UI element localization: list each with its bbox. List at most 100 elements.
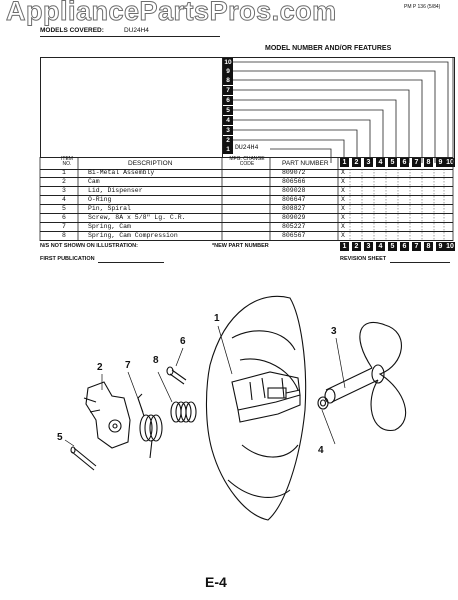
item-no: 5 [62, 205, 66, 212]
feature-box-2: 2 [352, 158, 361, 167]
table-row: 3 Lid, Dispenser 809028 X [40, 187, 453, 196]
footer-feature-box-3: 3 [364, 242, 373, 251]
corner-code: PM P 136 (5/84) [404, 4, 441, 10]
dispenser-lid-shape [205, 295, 307, 521]
table-row: 8 Spring, Cam Compression 806567 X [40, 232, 453, 241]
o-ring-shape [317, 396, 329, 410]
item-no: 1 [62, 169, 66, 176]
screw-shape [169, 369, 187, 385]
table-row: 1 Bi-Metal Assembly 809072 X [40, 169, 453, 178]
feature-box-5: 5 [388, 158, 397, 167]
part-mark: X [341, 223, 345, 230]
part-number: 806647 [282, 196, 306, 203]
footer-feature-box-6: 6 [400, 242, 409, 251]
feature-box-9: 9 [436, 158, 445, 167]
level-1: 1 [223, 145, 233, 154]
model-level-frame [40, 57, 455, 158]
part-description: Cam [88, 178, 100, 185]
level-8: 8 [223, 76, 233, 85]
footer-feature-box-9: 9 [436, 242, 445, 251]
part-number: 808827 [282, 205, 306, 212]
page-label: E-4 [205, 574, 227, 590]
table-row: 6 Screw, 8A x 5/8" Lg. C.R. 809029 X [40, 214, 453, 223]
level-9: 9 [223, 67, 233, 76]
model-entry: DU24H4 [235, 144, 259, 151]
col-mfg-change: MFG. CHANGE CODE [229, 156, 265, 167]
part-mark: X [341, 178, 345, 185]
level-3: 3 [223, 126, 233, 135]
footer-feature-box-8: 8 [424, 242, 433, 251]
spiral-pin-shape [71, 447, 97, 471]
table-row: 7 Spring, Cam 805227 X [40, 223, 453, 232]
table-row: 2 Cam 806566 X [40, 178, 453, 187]
table-row: 5 Pin, Spiral 808827 X [40, 205, 453, 214]
part-description: Spring, Cam Compression [88, 232, 178, 239]
feature-box-8: 8 [424, 158, 433, 167]
footer-feature-box-10: 10 [445, 242, 455, 251]
models-covered-underline [40, 36, 220, 37]
new-part-note: *NEW PART NUMBER [212, 243, 269, 249]
part-description: Lid, Dispenser [88, 187, 143, 194]
col-item-no: ITEM NO. [61, 156, 73, 167]
models-covered-value: DU24H4 [124, 27, 149, 34]
part-description: Screw, 8A x 5/8" Lg. C.R. [88, 214, 186, 221]
part-number: 809072 [282, 169, 306, 176]
level-7: 7 [223, 86, 233, 95]
item-no: 2 [62, 178, 66, 185]
item-no: 6 [62, 214, 66, 221]
item-no: 3 [62, 187, 66, 194]
part-description: Bi-Metal Assembly [88, 169, 155, 176]
part-number: 809028 [282, 187, 306, 194]
footer-feature-box-4: 4 [376, 242, 385, 251]
callout-4: 4 [318, 445, 324, 456]
models-covered-label: MODELS COVERED: [40, 27, 104, 34]
callout-5: 5 [57, 432, 63, 443]
level-4: 4 [223, 116, 233, 125]
bimetal-assembly-shape [231, 371, 301, 411]
column-header-row [40, 157, 453, 170]
footer-feature-box-5: 5 [388, 242, 397, 251]
level-6: 6 [223, 96, 233, 105]
feature-box-1: 1 [340, 158, 349, 167]
part-mark: X [341, 196, 345, 203]
item-no: 7 [62, 223, 66, 230]
level-5: 5 [223, 106, 233, 115]
exploded-parts-diagram [64, 295, 407, 521]
footer-feature-box-1: 1 [340, 242, 349, 251]
feature-box-3: 3 [364, 158, 373, 167]
lid-shaft-shape [325, 367, 379, 403]
footer-feature-box-7: 7 [412, 242, 421, 251]
part-number: 805227 [282, 223, 306, 230]
table-row: 4 O-Ring 806647 X [40, 196, 453, 205]
compression-spring-shape [170, 401, 197, 423]
not-shown-note: N/S NOT SHOWN ON ILLUSTRATION: [40, 243, 138, 249]
callout-1: 1 [214, 313, 220, 324]
feature-box-6: 6 [400, 158, 409, 167]
table-grid [39, 57, 454, 241]
part-number: 809029 [282, 214, 306, 221]
callout-3: 3 [331, 326, 337, 337]
level-divider [222, 57, 223, 157]
part-description: O-Ring [88, 196, 112, 203]
feature-box-7: 7 [412, 158, 421, 167]
feature-box-4: 4 [376, 158, 385, 167]
model-features-title: MODEL NUMBER AND/OR FEATURES [265, 45, 392, 52]
cam-spring-shape [137, 393, 163, 459]
part-mark: X [341, 187, 345, 194]
part-mark: X [341, 232, 345, 239]
part-mark: X [341, 214, 345, 221]
item-no: 8 [62, 232, 66, 239]
item-no: 4 [62, 196, 66, 203]
footer-feature-box-2: 2 [352, 242, 361, 251]
cam-shape [85, 381, 131, 449]
feature-box-10: 10 [445, 158, 455, 167]
callout-8: 8 [153, 355, 159, 366]
part-description: Spring, Cam [88, 223, 131, 230]
col-description: DESCRIPTION [128, 160, 173, 167]
revision-sheet-label: REVISION SHEET [340, 256, 387, 262]
part-description: Pin, Spiral [88, 205, 131, 212]
revision-sheet-line [390, 262, 450, 263]
col-part-number: PART NUMBER [282, 160, 329, 167]
level-10: 10 [223, 58, 233, 67]
model-leader-lines [233, 61, 449, 163]
